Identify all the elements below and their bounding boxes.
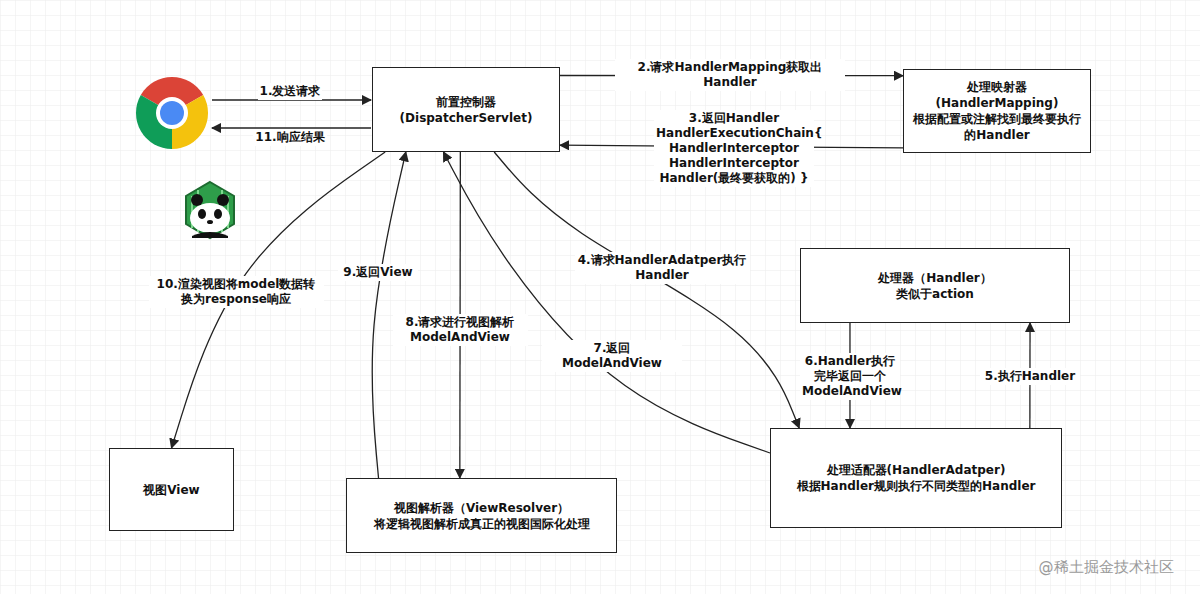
controller-box: 前置控制器 (DispatcherServlet) (372, 67, 560, 152)
box-title: 前置控制器 (DispatcherServlet) (381, 94, 551, 126)
box-description: 类似于action (896, 286, 974, 302)
view-box: 视图View (109, 448, 234, 531)
handler-box: 处理器（Handler）类似于action (800, 248, 1070, 323)
mapping-box: 处理映射器 (HandlerMapping)根据配置或注解找到最终要执行的Han… (903, 69, 1091, 153)
browser-icon (136, 77, 208, 149)
box-title: 处理适配器(HandlerAdatper) (827, 462, 1006, 478)
request-label: 1.发送请求 (258, 83, 323, 100)
box-title: 视图解析器（ViewResolver） (394, 500, 569, 516)
edge-label: 8.请求进行视图解析 ModelAndView (393, 314, 528, 346)
response-label: 11.响应结果 (253, 129, 326, 146)
box-description: 根据Handler规则执行不同类型的Handler (797, 478, 1036, 494)
browser-arrows (212, 100, 371, 128)
edge-label: 5.执行Handler (980, 368, 1080, 385)
edge-label: 9.返回View (338, 264, 418, 281)
edge-label: 6.Handler执行 完毕返回一个 ModelAndView (800, 353, 900, 400)
adapter-box: 处理适配器(HandlerAdatper)根据Handler规则执行不同类型的H… (770, 428, 1062, 528)
resolver-box: 视图解析器（ViewResolver）将逻辑视图解析成真正的视图国际化处理 (346, 478, 617, 553)
edge-label: 7.返回ModelAndView (542, 340, 682, 372)
panda-avatar (186, 182, 234, 238)
watermark: @稀土掘金技术社区 (1037, 558, 1176, 577)
box-title: 处理器（Handler） (878, 270, 991, 286)
flow-arrow (443, 152, 770, 453)
box-title: 视图View (143, 482, 199, 498)
edge-label: 3.返回Handler HandlerExecutionChain{ Handl… (654, 110, 814, 187)
box-title: 处理映射器 (HandlerMapping) (912, 79, 1082, 111)
edge-label: 4.请求HandlerAdatper执行 Handler (575, 252, 750, 284)
edge-label: 10.渲染视图将model数据转 换为response响应 (149, 276, 324, 308)
box-description: 根据配置或注解找到最终要执行的Handler (912, 111, 1082, 143)
flow-arrow (494, 152, 799, 428)
edge-label: 2.请求HandlerMapping获取出Handler (615, 59, 845, 91)
box-description: 将逻辑视图解析成真正的视图国际化处理 (374, 516, 590, 532)
